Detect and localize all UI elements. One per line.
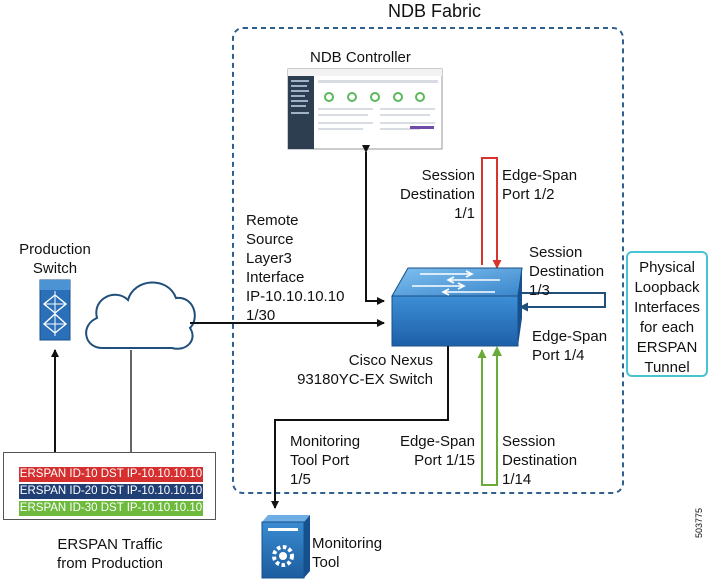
network-cloud <box>85 281 196 350</box>
green-loopback-arrow <box>477 349 498 486</box>
navy-loopback-arrow <box>514 292 606 312</box>
monitoring-tool-port-label: Monitoring Tool Port 1/5 <box>290 433 361 488</box>
erspan-row-id-20: ERSPAN ID-20 DST IP-10.10.10.10 <box>19 484 203 499</box>
edge-span-1-4-label: Edge-Span Port 1/4 <box>532 328 608 364</box>
session-destination-1-1-label: Session Destination 1/1 <box>399 167 475 222</box>
erspan-row-id-30: ERSPAN ID-30 DST IP-10.10.10.10 <box>19 501 203 516</box>
edge-span-1-15-label: Edge-Span Port 1/15 <box>399 433 475 469</box>
ndb-controller-label: NDB Controller <box>310 49 411 66</box>
switch-to-monitoring-arrow <box>271 346 449 509</box>
monitoring-tool-label: Monitoring Tool <box>312 535 383 571</box>
nexus-switch-icon <box>391 267 523 347</box>
session-destination-1-3-label: Session Destination 1/3 <box>529 244 605 299</box>
monitoring-tool-icon <box>261 515 310 579</box>
erspan-traffic-caption: ERSPAN Traffic from Production <box>57 536 163 572</box>
production-switch-label: Production Switch <box>19 241 91 277</box>
ndb-controller-screen <box>287 68 443 150</box>
ndb-fabric-boundary <box>232 27 624 494</box>
figure-id: 503775 <box>694 507 704 538</box>
erspan-row-id-10: ERSPAN ID-10 DST IP-10.10.10.10 <box>19 467 203 482</box>
green-arrow-start-head <box>492 346 502 356</box>
red-loopback-arrow <box>481 157 502 269</box>
remote-source-label: Remote Source Layer3 Interface IP-10.10.… <box>246 212 345 324</box>
production-switch-icon <box>39 279 71 341</box>
ndb-fabric-title: NDB Fabric <box>388 1 482 21</box>
controller-link-arrow <box>362 145 385 305</box>
loopback-interfaces-note: Physical Loopback Interfaces for each ER… <box>626 251 708 377</box>
session-destination-1-14-label: Session Destination 1/14 <box>502 433 578 488</box>
edge-span-1-2-label: Edge-Span Port 1/2 <box>502 167 578 203</box>
erspan-traffic-box: ERSPAN ID-10 DST IP-10.10.10.10 ERSPAN I… <box>3 452 216 520</box>
nexus-switch-label: Cisco Nexus 93180YC-EX Switch <box>297 352 433 388</box>
